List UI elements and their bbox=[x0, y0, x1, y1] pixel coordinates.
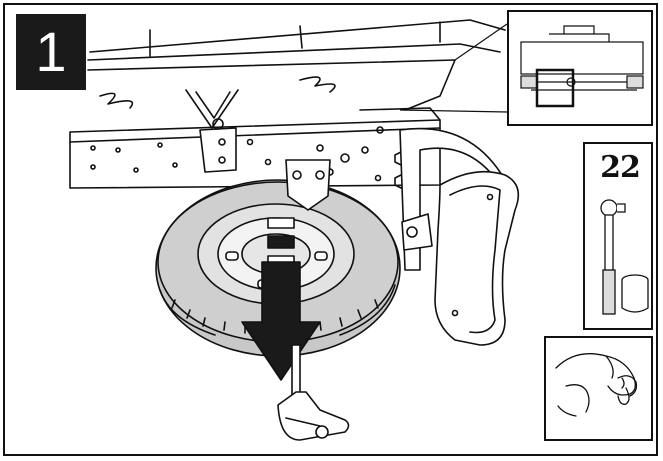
carrier-plate bbox=[267, 159, 331, 267]
hand-turning-icon bbox=[555, 353, 638, 417]
side-bracket bbox=[399, 127, 520, 346]
locator-inset bbox=[507, 10, 653, 126]
socket-wrench-icon bbox=[600, 199, 649, 315]
chassis-rail bbox=[69, 107, 441, 189]
tool-size-label: 22 bbox=[600, 150, 641, 185]
hanger-bracket bbox=[185, 89, 239, 173]
tool-inset: 22 bbox=[583, 142, 653, 330]
hand-inset bbox=[544, 336, 653, 441]
winch-hook bbox=[277, 344, 350, 441]
vehicle-underside-locator-icon bbox=[520, 25, 644, 108]
step-number: 1 bbox=[16, 14, 86, 90]
panel-border bbox=[3, 3, 658, 456]
vehicle-floor bbox=[87, 19, 506, 111]
